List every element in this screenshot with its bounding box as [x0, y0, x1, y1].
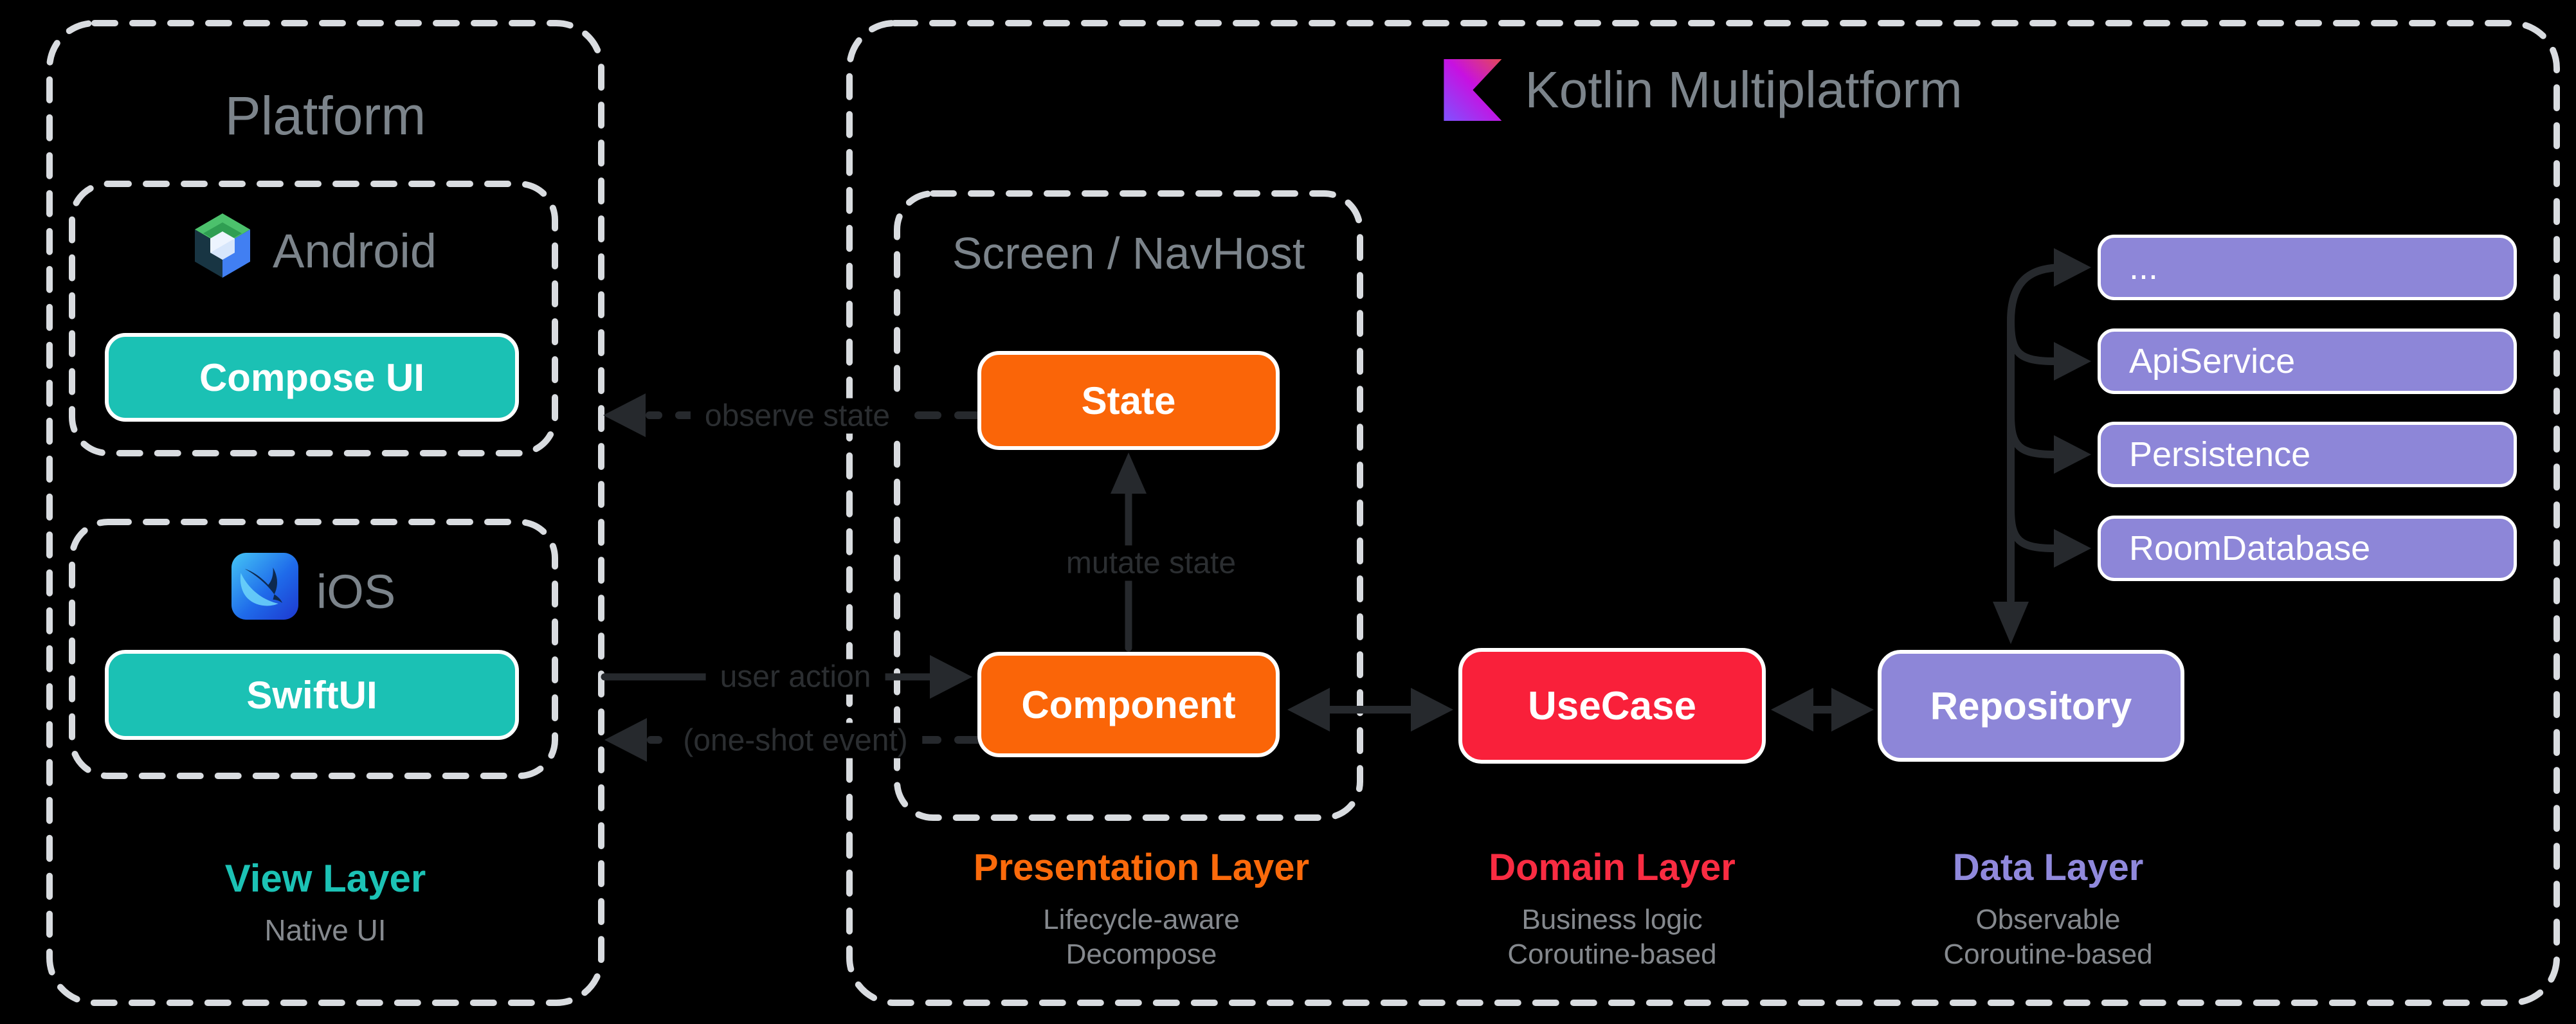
component-label: Component: [1021, 683, 1236, 726]
domain-layer-line1: Business logic: [1521, 904, 1703, 935]
repository-datasources-tree: [2007, 264, 2067, 604]
presentation-layer-title: Presentation Layer: [973, 847, 1310, 888]
datasource-roomdatabase-label: RoomDatabase: [2129, 529, 2371, 568]
swiftui-label: SwiftUI: [246, 673, 377, 717]
presentation-layer-line2: Decompose: [1066, 939, 1217, 970]
repository-box: Repository: [1878, 650, 2184, 762]
data-layer-line2: Coroutine-based: [1943, 939, 2153, 970]
compose-icon: [190, 212, 255, 290]
datasource-apiservice-box: ApiService: [2098, 328, 2517, 394]
data-layer-line1: Observable: [1975, 904, 2121, 935]
one-shot-event-label: (one-shot event): [669, 723, 922, 759]
repository-datasources-arrowheads: [1993, 248, 2091, 644]
datasource-more-box: ...: [2098, 235, 2517, 300]
screen-navhost-title: Screen / NavHost: [952, 228, 1305, 278]
domain-layer-title: Domain Layer: [1489, 847, 1736, 888]
observe-state-label: observe state: [690, 398, 905, 434]
component-box: Component: [977, 652, 1280, 757]
mutate-state-label: mutate state: [1051, 545, 1251, 581]
native-ui-subtitle: Native UI: [264, 913, 386, 947]
screen-navhost-box-border: [894, 190, 1363, 821]
datasource-roomdatabase-box: RoomDatabase: [2098, 516, 2517, 581]
domain-layer-line2: Coroutine-based: [1507, 939, 1717, 970]
compose-ui-box: Compose UI: [105, 333, 519, 422]
datasource-more-label: ...: [2129, 248, 2159, 287]
datasource-persistence-box: Persistence: [2098, 422, 2517, 487]
platform-box-border: [46, 20, 604, 1006]
repository-label: Repository: [1930, 684, 2132, 728]
ios-row: iOS: [72, 552, 555, 631]
state-box: State: [977, 351, 1280, 450]
state-label: State: [1081, 379, 1176, 422]
usecase-repository-arrow: [1771, 688, 1874, 732]
android-row: Android: [72, 212, 555, 289]
kmp-box-border: [846, 20, 2560, 1006]
ios-label: iOS: [316, 564, 396, 618]
android-label: Android: [272, 224, 437, 278]
usecase-box: UseCase: [1458, 648, 1766, 764]
datasource-apiservice-label: ApiService: [2129, 342, 2296, 381]
data-layer-title: Data Layer: [1952, 847, 2144, 888]
dashed-borders: [46, 20, 2560, 1006]
view-layer-title: View Layer: [224, 857, 426, 900]
platform-title: Platform: [224, 85, 426, 146]
usecase-label: UseCase: [1528, 683, 1696, 728]
kotlin-logo-icon: [1444, 59, 1502, 121]
presentation-layer-line1: Lifecycle-aware: [1043, 904, 1240, 935]
user-action-label: user action: [705, 659, 885, 695]
kmp-header: Kotlin Multiplatform: [849, 54, 2557, 126]
compose-ui-label: Compose UI: [199, 355, 425, 399]
android-box-border: [69, 181, 558, 456]
component-usecase-arrow: [1287, 688, 1453, 732]
ios-box-border: [69, 519, 558, 779]
datasource-persistence-label: Persistence: [2129, 435, 2311, 474]
swift-icon: [231, 552, 298, 631]
kmp-title: Kotlin Multiplatform: [1525, 61, 1963, 118]
swiftui-box: SwiftUI: [105, 650, 519, 740]
